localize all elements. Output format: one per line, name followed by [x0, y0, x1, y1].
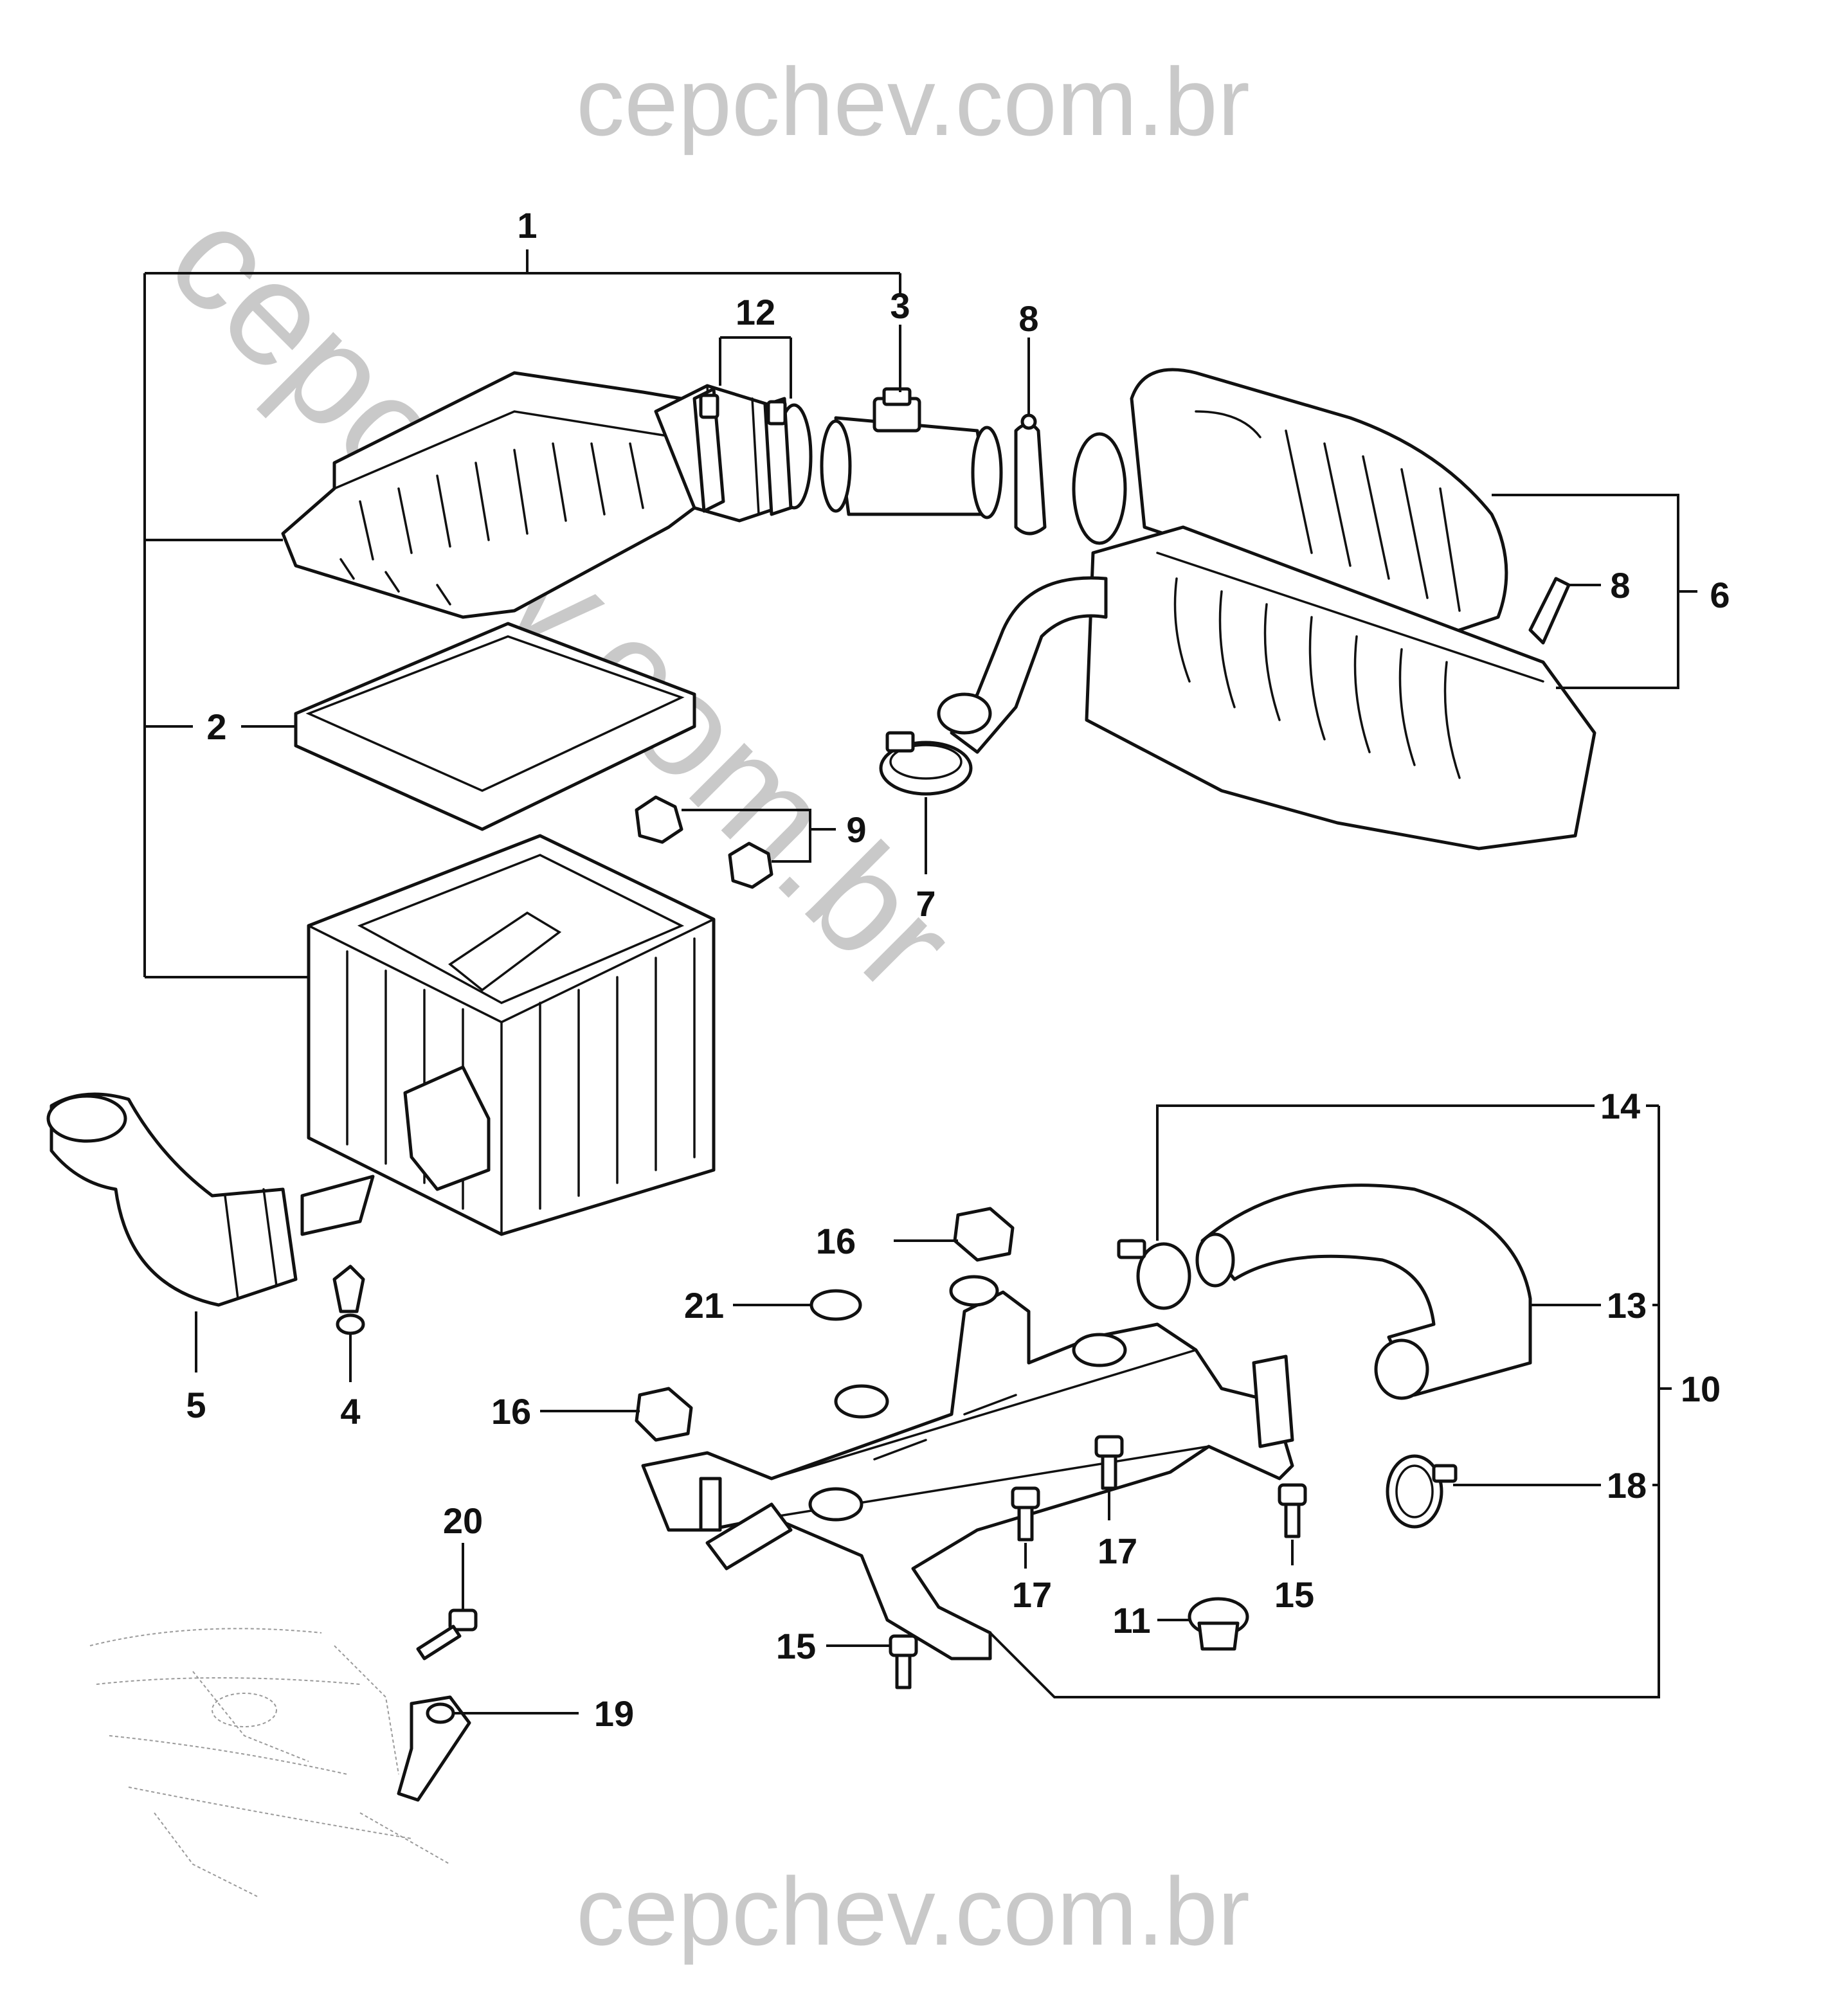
callout-15-left: 15 — [776, 1626, 816, 1666]
air-cleaner-lower-housing — [300, 834, 716, 1236]
callout-12: 12 — [736, 292, 775, 332]
bolt-20 — [416, 1608, 478, 1661]
bolt-17b — [1011, 1486, 1040, 1542]
callout-13: 13 — [1607, 1285, 1647, 1326]
callout-20: 20 — [443, 1500, 483, 1541]
leader-lines — [143, 249, 1697, 1715]
callout-5: 5 — [186, 1385, 206, 1425]
callout-6: 6 — [1710, 575, 1730, 615]
drain-valve — [332, 1264, 365, 1335]
hose-clamps-12 — [692, 387, 793, 516]
watermark-bottom: cepchev.com.br — [576, 1857, 1250, 1965]
callout-14: 14 — [1600, 1086, 1640, 1126]
grommet-11 — [1188, 1597, 1249, 1651]
mass-air-flow-sensor — [820, 387, 1003, 519]
callout-18: 18 — [1607, 1465, 1647, 1506]
callout-7: 7 — [916, 883, 936, 924]
coolant-hose-13 — [1195, 1184, 1532, 1400]
callout-3: 3 — [890, 285, 910, 326]
callout-1: 1 — [517, 205, 537, 246]
bolt-15b — [889, 1634, 918, 1689]
callout-16-lower: 16 — [491, 1391, 531, 1432]
hose-clamp-7 — [879, 731, 973, 796]
callout-10: 10 — [1681, 1369, 1721, 1409]
hose-clamp-14 — [1117, 1239, 1191, 1310]
callout-11: 11 — [1112, 1600, 1150, 1641]
callout-17-right: 17 — [1098, 1531, 1137, 1571]
callout-8-top: 8 — [1018, 298, 1038, 339]
vehicle-location-sketch — [89, 1628, 451, 1897]
callout-21: 21 — [684, 1285, 724, 1326]
bolt-15a — [1278, 1483, 1307, 1538]
callout-15-right: 15 — [1274, 1574, 1314, 1615]
grommet-9a — [635, 795, 683, 844]
washer-21 — [809, 1289, 862, 1321]
bolt-17a — [1094, 1435, 1124, 1490]
nut-16a — [953, 1207, 1015, 1262]
callout-2: 2 — [206, 706, 226, 747]
callout-19: 19 — [594, 1693, 634, 1734]
callout-9: 9 — [846, 809, 866, 850]
air-cleaner-cover — [281, 371, 696, 619]
callout-4: 4 — [340, 1391, 360, 1432]
air-filter-element — [294, 622, 696, 831]
resonator-assembly — [937, 368, 1596, 851]
hose-clamp-18 — [1386, 1454, 1458, 1529]
mounting-bracket — [641, 1275, 1294, 1661]
nut-16b — [635, 1387, 693, 1442]
callout-16-upper: 16 — [816, 1221, 856, 1261]
callout-numbers: 1 12 3 8 8 6 2 9 7 14 16 13 21 5 4 10 16… — [186, 205, 1730, 1734]
grommet-9b — [728, 842, 773, 889]
callout-17-left: 17 — [1012, 1574, 1052, 1615]
callout-8-right: 8 — [1610, 565, 1630, 606]
watermark-top: cepchev.com.br — [576, 48, 1250, 156]
air-inlet-duct — [46, 1092, 298, 1307]
hose-clamp-8 — [1014, 413, 1047, 536]
